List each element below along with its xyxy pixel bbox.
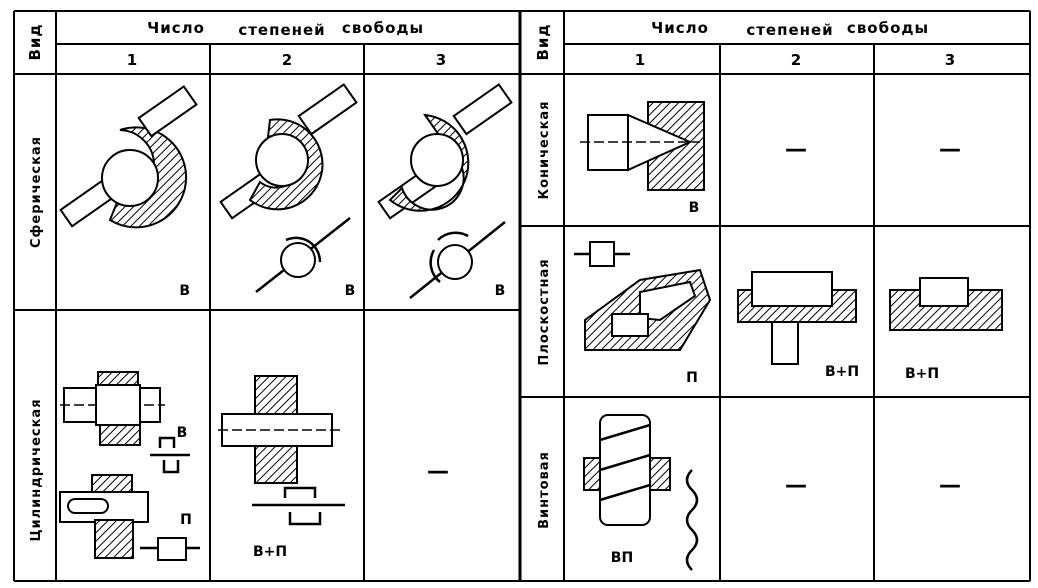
row-label-conical: Коническая (537, 100, 552, 199)
left-col-3: 3 (436, 51, 446, 69)
screw-1dof-drawing (583, 414, 699, 571)
right-kind-header: Вид (534, 23, 552, 60)
left-dof-title-3: свободы (342, 19, 424, 37)
spherical-1dof-drawing (59, 85, 198, 229)
row-label-spherical: Сферическая (29, 136, 44, 248)
row-label-planar: Плоскостная (537, 258, 552, 365)
conical-3dof-dash: — (939, 137, 961, 162)
cylindrical-1dof-drawing (59, 371, 200, 561)
cylindrical-2dof-drawing (218, 375, 345, 526)
spherical-2dof-label: В (345, 283, 356, 299)
right-col-2: 2 (791, 51, 801, 69)
right-col-1: 1 (635, 51, 645, 69)
screw-3dof-dash: — (939, 473, 961, 498)
screw-2dof-dash: — (785, 473, 807, 498)
right-col-3: 3 (945, 51, 955, 69)
right-dof-title-3: свободы (847, 19, 929, 37)
conical-2dof-dash: — (785, 137, 807, 162)
planar-1dof-drawing (574, 241, 712, 351)
left-dof-title-1: Число (147, 19, 205, 37)
spherical-2dof-drawing (219, 83, 358, 293)
planar-2dof-drawing (737, 271, 857, 365)
conical-1dof-drawing (580, 101, 705, 191)
spherical-3dof-drawing (377, 83, 513, 299)
right-dof-title-2: степеней (746, 21, 833, 39)
cylindrical-1dof-label-rotation: В (177, 425, 188, 441)
spherical-3dof-label: В (495, 283, 506, 299)
planar-3dof-drawing (889, 277, 1003, 331)
cylindrical-1dof-label-translation: П (180, 512, 192, 528)
left-dof-title-2: степеней (238, 21, 325, 39)
cylindrical-3dof-dash: — (427, 459, 449, 484)
left-col-1: 1 (127, 51, 137, 69)
row-label-cylindrical: Цилиндрическая (29, 398, 44, 541)
table-grid (13, 10, 1031, 582)
left-col-2: 2 (282, 51, 292, 69)
planar-2dof-label: В+П (825, 364, 859, 380)
right-dof-title-1: Число (651, 19, 709, 37)
planar-3dof-label: В+П (905, 366, 939, 382)
cylindrical-2dof-label: В+П (253, 544, 287, 560)
row-label-screw: Винтовая (537, 451, 552, 529)
planar-1dof-label: П (686, 370, 698, 386)
left-kind-header: Вид (26, 23, 44, 60)
spherical-1dof-label: В (179, 283, 190, 299)
screw-1dof-label: ВП (611, 550, 633, 566)
conical-1dof-label: В (689, 200, 700, 216)
